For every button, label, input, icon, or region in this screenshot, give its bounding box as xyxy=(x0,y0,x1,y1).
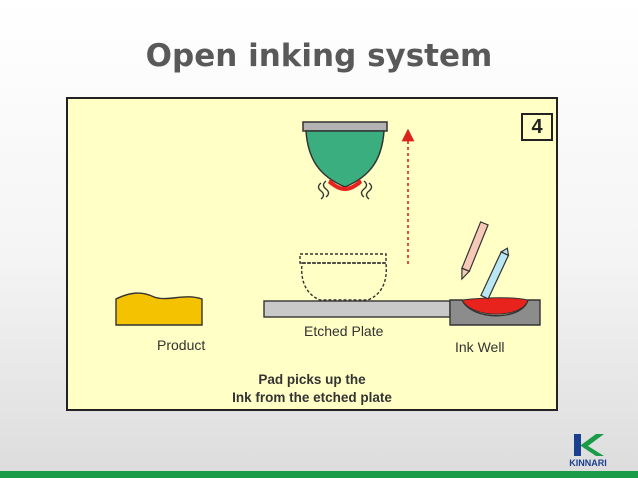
diagram-illustration xyxy=(115,121,541,326)
ghost-pad-holder xyxy=(299,253,387,264)
slide-title: Open inking system xyxy=(145,38,493,74)
diagram-caption: Pad picks up the Ink from the etched pla… xyxy=(68,371,556,407)
kinnari-logo-mark xyxy=(574,434,604,456)
etched-plate-label: Etched Plate xyxy=(304,323,384,339)
doctor-blade xyxy=(461,221,489,281)
caption-line-1: Pad picks up the xyxy=(258,372,366,387)
ink-well-label: Ink Well xyxy=(455,339,505,355)
logo-text: KINNARI xyxy=(569,458,607,468)
step-number-badge: 4 xyxy=(521,113,553,141)
diagram-panel: 4 Etched Plate Product Ink Well Pad pick… xyxy=(66,97,558,411)
etched-plate xyxy=(263,300,451,318)
product-shape xyxy=(115,292,203,326)
ink-on-pad xyxy=(328,179,362,191)
motion-squiggle-right xyxy=(360,180,368,198)
ink-scraper xyxy=(480,247,510,300)
bottom-accent-bar xyxy=(0,471,638,478)
kinnari-logo: KINNARI xyxy=(566,432,610,470)
motion-squiggle-left xyxy=(322,180,330,198)
caption-line-2: Ink from the etched plate xyxy=(232,390,392,405)
ghost-pad-outline xyxy=(301,262,387,301)
motion-squiggle-left xyxy=(317,182,325,200)
motion-squiggle-right xyxy=(365,182,373,200)
silicone-pad xyxy=(305,130,385,188)
product-label: Product xyxy=(157,337,206,353)
pad-holder xyxy=(302,121,388,132)
